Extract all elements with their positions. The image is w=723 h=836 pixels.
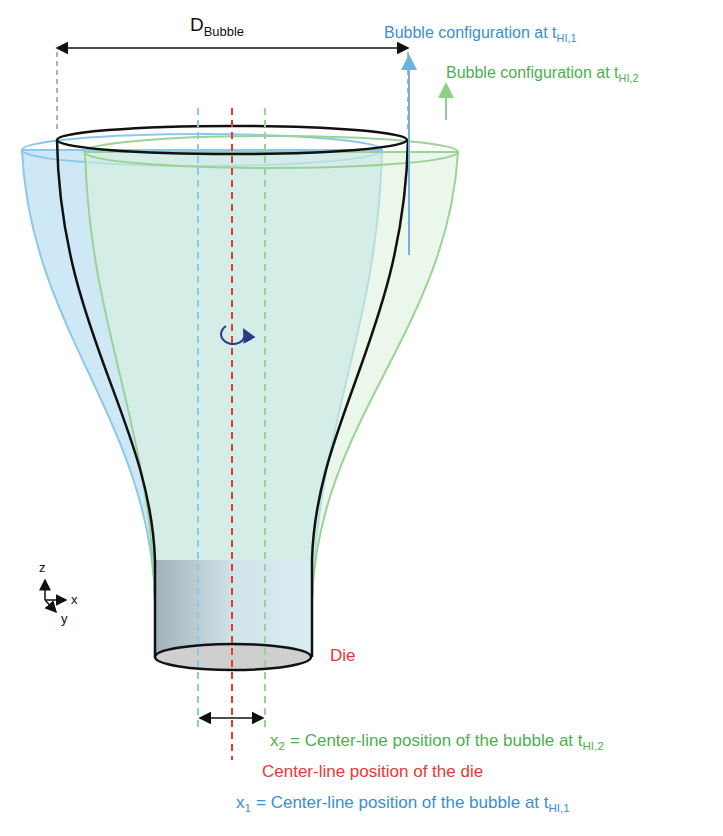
- text-label: x: [71, 592, 78, 607]
- diameter-arrow: [57, 47, 408, 49]
- subscript-text: HI,1: [557, 32, 577, 44]
- label-text: Center-line position of the die: [262, 762, 483, 781]
- label-text: = Center-line position of the bubble at …: [256, 793, 549, 812]
- subscript-text: HI,2: [583, 740, 604, 752]
- label-text: Bubble configuration at t: [384, 24, 557, 41]
- subscript-text: HI,2: [619, 72, 639, 84]
- label-text: x: [270, 731, 279, 750]
- label-text: Bubble configuration at t: [446, 64, 619, 81]
- label-text: y: [61, 611, 68, 626]
- text-label: z: [39, 560, 46, 575]
- subscript-text: 2: [279, 740, 285, 752]
- label-text: x: [236, 793, 245, 812]
- axes: [45, 580, 66, 612]
- bubble-outline: [57, 140, 155, 657]
- text-label: Bubble configuration at tHI,2: [446, 64, 639, 84]
- text-label: Center-line position of the die: [262, 762, 483, 782]
- subscript-text: Bubble: [204, 24, 244, 39]
- subscript-text: HI,1: [549, 802, 570, 814]
- label-text: x: [71, 592, 78, 607]
- text-label: y: [61, 611, 68, 626]
- text-label: DBubble: [190, 14, 244, 39]
- label-text: D: [190, 14, 204, 35]
- die-centerline: [231, 108, 233, 760]
- text-label: x1 = Center-line position of the bubble a…: [236, 793, 570, 814]
- label-text: z: [39, 560, 46, 575]
- subscript-text: 1: [245, 802, 251, 814]
- rotation-arrow: [221, 326, 245, 344]
- text-label: x2 = Center-line position of the bubble a…: [270, 731, 604, 752]
- label-text: Die: [330, 646, 356, 665]
- offset-arrow: [200, 717, 263, 719]
- text-label: Bubble configuration at tHI,1: [384, 24, 577, 44]
- text-label: Die: [330, 646, 356, 666]
- label-text: = Center-line position of the bubble at …: [290, 731, 583, 750]
